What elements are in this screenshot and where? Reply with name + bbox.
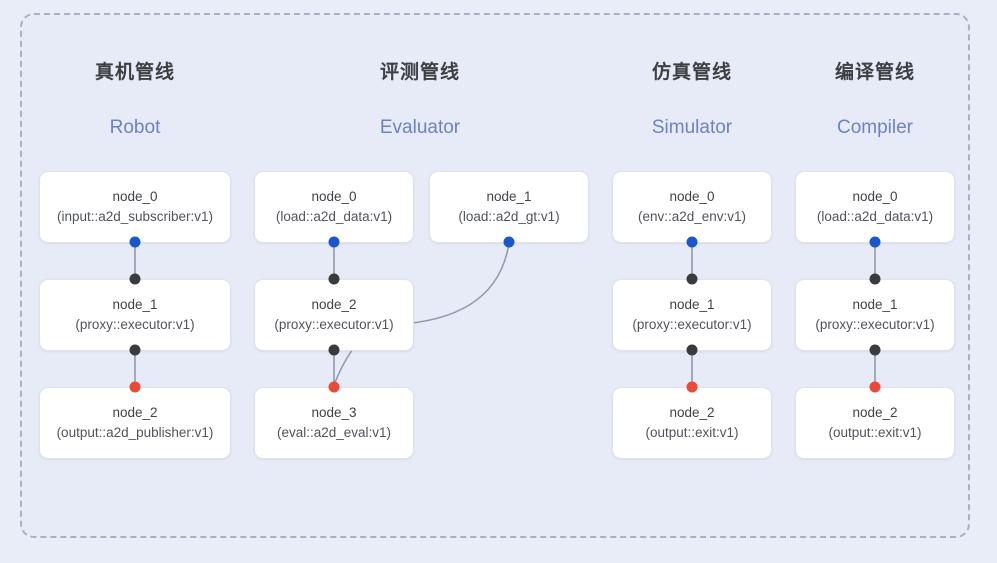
node-label-name: node_2: [669, 405, 715, 421]
port-output-robot-node-1[interactable]: [129, 344, 141, 356]
node-label-name: node_1: [486, 189, 532, 205]
node-label-name: node_1: [852, 297, 898, 313]
node-robot-node-0[interactable]: node_0 (input::a2d_subscriber:v1): [39, 171, 231, 243]
node-label-type: (proxy::executor:v1): [75, 317, 195, 332]
node-label-type: (output::exit:v1): [645, 425, 739, 440]
port-input-robot-node-2[interactable]: [129, 381, 141, 393]
node-robot-node-2[interactable]: node_2 (output::a2d_publisher:v1): [39, 387, 231, 459]
node-label-type: (proxy::executor:v1): [274, 317, 394, 332]
node-label-type: (input::a2d_subscriber:v1): [56, 209, 214, 224]
node-label-name: node_0: [852, 189, 898, 205]
node-sim-node-1[interactable]: node_1 (proxy::executor:v1): [612, 279, 772, 351]
port-output-eval-node-0[interactable]: [328, 236, 340, 248]
port-output-comp-node-1[interactable]: [869, 344, 881, 356]
node-robot-node-1[interactable]: node_1 (proxy::executor:v1): [39, 279, 231, 351]
port-output-comp-node-0[interactable]: [869, 236, 881, 248]
node-label-type: (proxy::executor:v1): [815, 317, 935, 332]
node-comp-node-1[interactable]: node_1 (proxy::executor:v1): [795, 279, 955, 351]
port-input-comp-node-1[interactable]: [869, 273, 881, 285]
node-comp-node-2[interactable]: node_2 (output::exit:v1): [795, 387, 955, 459]
node-label-name: node_1: [112, 297, 158, 313]
node-label-type: (load::a2d_data:v1): [275, 209, 393, 224]
port-input-comp-node-2[interactable]: [869, 381, 881, 393]
node-label-name: node_2: [852, 405, 898, 421]
port-output-sim-node-1[interactable]: [686, 344, 698, 356]
port-input-sim-node-1[interactable]: [686, 273, 698, 285]
port-input-eval-node-2[interactable]: [328, 273, 340, 285]
node-eval-node-1[interactable]: node_1 (load::a2d_gt:v1): [429, 171, 589, 243]
port-output-sim-node-0[interactable]: [686, 236, 698, 248]
node-label-type: (load::a2d_data:v1): [816, 209, 934, 224]
pipeline-group-frame: [20, 13, 970, 538]
node-label-type: (output::a2d_publisher:v1): [56, 425, 214, 440]
port-output-eval-node-2[interactable]: [328, 344, 340, 356]
port-output-eval-node-1[interactable]: [503, 236, 515, 248]
node-label-name: node_0: [669, 189, 715, 205]
node-label-name: node_1: [669, 297, 715, 313]
node-label-name: node_0: [311, 189, 357, 205]
port-input-robot-node-1[interactable]: [129, 273, 141, 285]
node-label-name: node_2: [112, 405, 158, 421]
port-input-eval-node-3[interactable]: [328, 381, 340, 393]
node-label-type: (eval::a2d_eval:v1): [276, 425, 392, 440]
node-label-name: node_3: [311, 405, 357, 421]
node-label-type: (env::a2d_env:v1): [637, 209, 747, 224]
port-output-robot-node-0[interactable]: [129, 236, 141, 248]
node-sim-node-2[interactable]: node_2 (output::exit:v1): [612, 387, 772, 459]
node-label-type: (load::a2d_gt:v1): [458, 209, 560, 224]
node-eval-node-0[interactable]: node_0 (load::a2d_data:v1): [254, 171, 414, 243]
node-label-name: node_0: [112, 189, 158, 205]
node-eval-node-3[interactable]: node_3 (eval::a2d_eval:v1): [254, 387, 414, 459]
port-input-sim-node-2[interactable]: [686, 381, 698, 393]
node-label-name: node_2: [311, 297, 357, 313]
node-comp-node-0[interactable]: node_0 (load::a2d_data:v1): [795, 171, 955, 243]
node-eval-node-2[interactable]: node_2 (proxy::executor:v1): [254, 279, 414, 351]
node-sim-node-0[interactable]: node_0 (env::a2d_env:v1): [612, 171, 772, 243]
node-label-type: (output::exit:v1): [828, 425, 922, 440]
node-label-type: (proxy::executor:v1): [632, 317, 752, 332]
